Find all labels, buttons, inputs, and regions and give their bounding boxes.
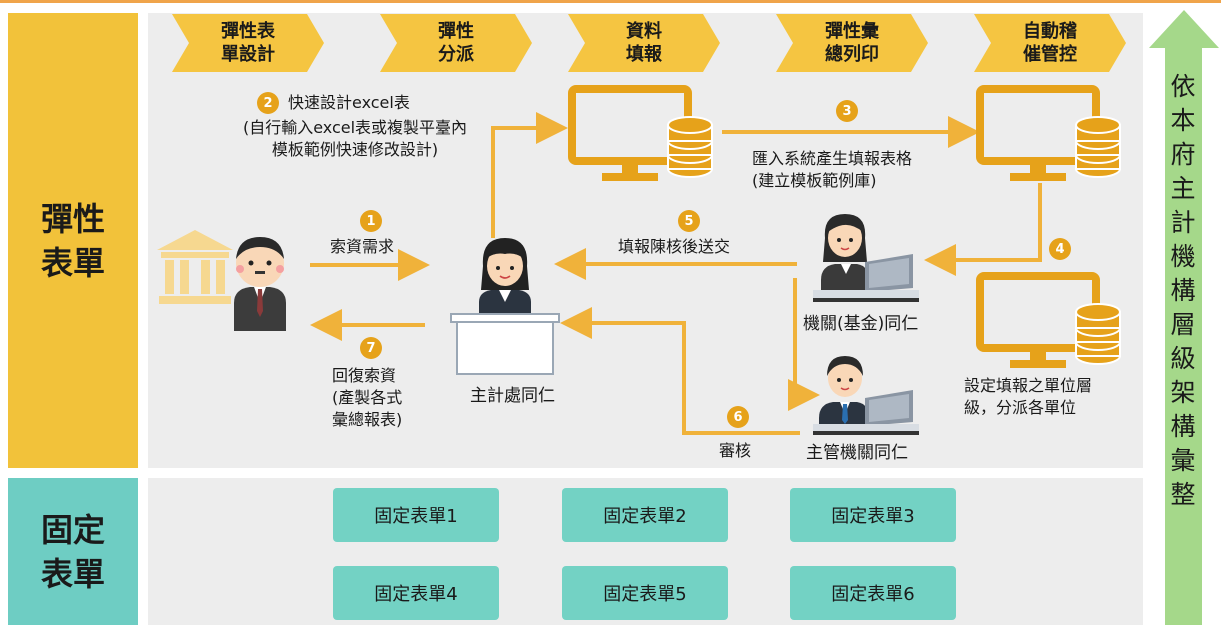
official-person-icon [234, 237, 286, 331]
flexible-form-section-label: 彈性 表單 [8, 13, 138, 468]
review-text: 審核 [719, 441, 752, 460]
step-chevron-3: 資料 填報 [568, 14, 720, 72]
accounting-staff-icon [450, 238, 560, 375]
chevron-shape [172, 14, 324, 72]
accounting-staff-label: 主計處同仁 [470, 386, 555, 406]
reply-text: 回復索資 (產製各式 彙總報表) [332, 366, 403, 429]
fixed-form-button-2[interactable]: 固定表單2 [562, 488, 728, 542]
step-label-1: 彈性表 單設計 [221, 21, 275, 65]
supervisor-staff-label: 主管機關同仁 [806, 443, 908, 463]
agency-staff-icon [813, 214, 919, 302]
step-chevron-1: 彈性表 單設計 [172, 14, 324, 72]
fixed-form-button-3[interactable]: 固定表單3 [790, 488, 956, 542]
step-chevron-2: 彈性 分派 [380, 14, 532, 72]
step-badge-5: 5 [678, 210, 700, 232]
fixed-form-button-6[interactable]: 固定表單6 [790, 566, 956, 620]
monitor-database-icon [976, 85, 1121, 181]
fixed-form-button-5[interactable]: 固定表單5 [562, 566, 728, 620]
flexible-form-label: 彈性 表單 [40, 199, 105, 282]
fixed-form-button-1[interactable]: 固定表單1 [333, 488, 499, 542]
hierarchy-banner-text: 依本府主計機構層級架構彙整 [1170, 72, 1196, 509]
step-badge-4: 4 [1049, 238, 1071, 260]
chevron-shape [776, 14, 928, 72]
step-chevron-4: 彈性彙 總列印 [776, 14, 928, 72]
monitor-database-icon [568, 85, 713, 181]
unit-setting-text: 設定填報之單位層 級，分派各單位 [964, 376, 1093, 417]
step-badge-6: 6 [727, 406, 749, 428]
chevron-shape [974, 14, 1126, 72]
up-arrow-banner [1149, 10, 1219, 625]
fixed-form-section-label: 固定 表單 [8, 478, 138, 625]
chevron-shape [380, 14, 532, 72]
supervisor-staff-icon [813, 356, 919, 435]
step-label-2: 彈性 分派 [438, 21, 474, 65]
monitor-database-icon [976, 272, 1121, 368]
import-desc-text: 匯入系統產生填報表格 (建立模板範例庫) [752, 149, 913, 190]
step-label-3: 資料 填報 [626, 21, 662, 65]
step-label-4: 彈性彙 總列印 [825, 21, 879, 65]
government-building-icon [157, 230, 233, 304]
top-border-line [0, 0, 1221, 3]
fixed-form-label: 固定 表單 [40, 510, 105, 593]
chevron-shape [568, 14, 720, 72]
submit-text: 填報陳核後送交 [618, 237, 731, 256]
fixed-form-button-4[interactable]: 固定表單4 [333, 566, 499, 620]
design-desc-text: (自行輸入excel表或複製平臺內 模板範例快速修改設計) [242, 118, 468, 159]
step-badge-7: 7 [360, 337, 382, 359]
step-label-5: 自動稽 催管控 [1023, 21, 1077, 65]
request-text: 索資需求 [330, 237, 395, 256]
step-badge-1: 1 [360, 210, 382, 232]
step-badge-2: 2 [257, 92, 279, 114]
agency-staff-label: 機關(基金)同仁 [803, 314, 919, 334]
step-badge-3: 3 [836, 100, 858, 122]
design-title-text: 快速設計excel表 [288, 93, 410, 112]
step-chevron-5: 自動稽 催管控 [974, 14, 1126, 72]
